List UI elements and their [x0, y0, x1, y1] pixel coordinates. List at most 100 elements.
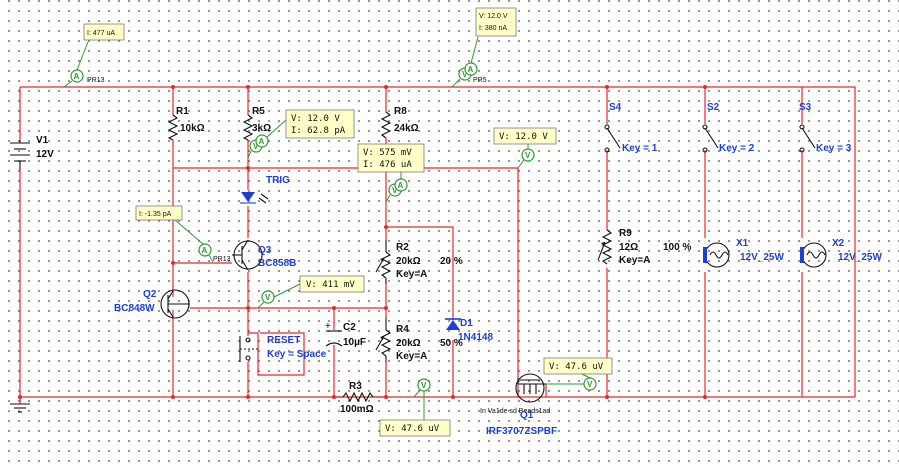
r1-value: 10kΩ [180, 123, 205, 134]
svg-text:I: 477 uA: I: 477 uA [87, 30, 115, 37]
svg-text:V: V [392, 186, 398, 195]
q1-ref: Q1 [520, 410, 534, 421]
q1-tiny-label: In Va1de sd Beads1ad [480, 408, 550, 415]
d1-model: 1N4148 [458, 332, 493, 343]
probe-r5[interactable]: V A [247, 119, 287, 159]
resistor-r3[interactable]: R3 100mΩ [340, 381, 374, 415]
potentiometer-r9[interactable]: R9 12Ω Key=A 100 % [597, 228, 691, 266]
r9-key: Key=A [619, 255, 650, 266]
pr5-name: PR5 [473, 77, 487, 84]
r4-key: Key=A [396, 351, 427, 362]
battery-v1[interactable]: V1 12V [10, 135, 54, 170]
readout-gate: V: 47.6 uV [543, 357, 613, 375]
reset-key: Key = Space [267, 349, 327, 360]
s3-key: Key = 3 [816, 143, 852, 154]
svg-text:V: 411 mV: V: 411 mV [306, 280, 355, 290]
svg-text:V: 12.0 V: V: 12.0 V [479, 13, 508, 20]
svg-text:I: 62.8 pA: I: 62.8 pA [291, 126, 346, 136]
svg-text:A: A [202, 246, 208, 255]
junction-dots [18, 85, 707, 399]
s4-ref: S4 [609, 102, 622, 113]
capacitor-c2[interactable]: + C2 10µF [325, 321, 366, 348]
potentiometer-r4[interactable]: R4 20kΩ Key=A 50 % [375, 318, 463, 362]
readout-pr5: V: 12.0 V I: 380 nA [475, 7, 517, 37]
transistor-q3[interactable]: Q3 BC858B [232, 239, 296, 271]
svg-text:A: A [259, 137, 265, 146]
r5-ref: R5 [252, 106, 265, 117]
r2-value: 20kΩ [396, 256, 421, 267]
potentiometer-r2[interactable]: R2 20kΩ Key=A 20 % [375, 240, 463, 284]
ammeter-q3[interactable]: A PR13 [174, 219, 231, 263]
v1-value: 12V [36, 149, 54, 160]
q3-ref: Q3 [258, 245, 272, 256]
s3-ref: S3 [799, 102, 812, 113]
readout-q3: I: -1.35 pA [135, 205, 183, 221]
mosfet-q1[interactable]: In Va1de sd Beads1ad Q1 IRF3707ZSPBF [480, 373, 557, 437]
x2-ref: X2 [832, 238, 845, 249]
ammeter-pr13-top[interactable]: A PR13 [63, 41, 105, 88]
q1-model: IRF3707ZSPBF [486, 426, 557, 437]
reset-label: RESET [267, 335, 300, 346]
svg-text:I: -1.35 pA: I: -1.35 pA [139, 211, 172, 218]
lamp-x1[interactable]: X1 12V_25W [703, 238, 784, 268]
r8-ref: R8 [394, 106, 407, 117]
r3-value: 100mΩ [340, 404, 374, 415]
r5-value: 3kΩ [252, 123, 271, 134]
svg-text:I: 476 uA: I: 476 uA [363, 160, 412, 170]
r3-ref: R3 [349, 381, 362, 392]
readout-r5: V: 12.0 V I: 62.8 pA [285, 109, 355, 139]
r2-ref: R2 [396, 242, 409, 253]
x1-value: 12V_25W [740, 252, 784, 263]
readout-mid: V: 575 mV I: 476 uA [357, 143, 425, 173]
lamp-x2[interactable]: X2 12V_25W [800, 238, 882, 268]
q3-probe-name: PR13 [213, 256, 231, 263]
probe-pr5[interactable]: V A PR5 [451, 36, 487, 88]
svg-text:V: V [587, 380, 593, 389]
c2-ref: C2 [343, 322, 356, 333]
s4-key: Key = 1 [622, 143, 658, 154]
switch-s4[interactable]: S4 Key = 1 [604, 102, 658, 154]
r4-percent: 50 % [440, 338, 463, 349]
svg-text:V: V [525, 151, 531, 160]
voltmeter-vtop[interactable]: V [517, 144, 535, 169]
reset-pushbutton[interactable]: RESET Key = Space [239, 335, 327, 362]
r2-key: Key=A [396, 269, 427, 280]
svg-text:I: 380 nA: I: 380 nA [479, 25, 507, 32]
svg-text:V: 12.0 V: V: 12.0 V [499, 132, 548, 142]
voltmeter-q2base[interactable]: V [257, 283, 301, 309]
voltmeter-bottom[interactable]: V [413, 378, 431, 420]
switch-s3[interactable]: S3 Key = 3 [799, 102, 852, 154]
svg-text:V: V [462, 70, 468, 79]
readout-pr13-top: I: 477 uA [83, 23, 125, 41]
transistor-q2[interactable]: Q2 BC848W [114, 289, 190, 319]
svg-text:A: A [398, 181, 404, 190]
d1-ref: D1 [460, 318, 473, 329]
svg-text:V: 575 mV: V: 575 mV [363, 148, 412, 158]
resistor-r8[interactable]: R8 24kΩ [380, 106, 419, 139]
readout-bottom: V: 47.6 uV [379, 419, 451, 437]
svg-text:V: 47.6 uV: V: 47.6 uV [385, 424, 440, 434]
voltmeter-gate[interactable]: V [546, 371, 597, 391]
r9-percent: 100 % [663, 242, 691, 253]
q2-ref: Q2 [143, 289, 157, 300]
switch-s2[interactable]: S2 Key = 2 [702, 102, 755, 154]
readout-q2base: V: 411 mV [299, 275, 365, 293]
svg-text:V: V [421, 381, 427, 390]
led-label: TRIG [266, 175, 290, 186]
led-trig[interactable]: TRIG [240, 175, 290, 204]
readout-vtop: V: 12.0 V [493, 127, 557, 145]
pr13-top-name: PR13 [87, 77, 105, 84]
r4-ref: R4 [396, 324, 409, 335]
r2-percent: 20 % [440, 256, 463, 267]
r9-ref: R9 [619, 228, 632, 239]
probe-mid[interactable]: V A [385, 172, 408, 203]
svg-text:A: A [74, 72, 80, 81]
v1-ref: V1 [36, 135, 49, 146]
resistor-r5[interactable]: R5 3kΩ [242, 106, 271, 141]
r1-ref: R1 [176, 106, 189, 117]
diode-d1[interactable]: D1 1N4148 [445, 318, 493, 343]
wires [19, 86, 856, 404]
s2-key: Key = 2 [719, 143, 755, 154]
resistor-r1[interactable]: R1 10kΩ [167, 106, 205, 141]
